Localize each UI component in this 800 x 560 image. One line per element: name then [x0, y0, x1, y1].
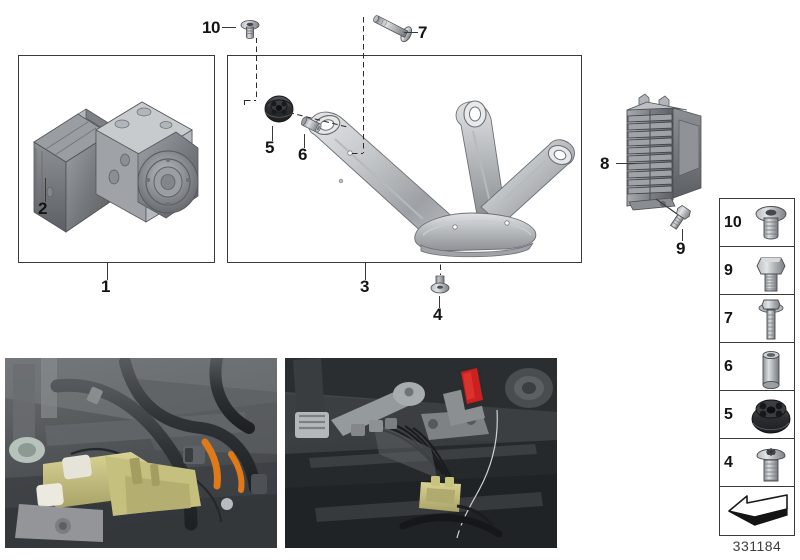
callout-4: 4: [433, 305, 442, 324]
callout-3: 3: [360, 277, 369, 296]
torx-pan-screw-icon: [748, 439, 794, 486]
abs-hydraulic-unit-art: [33, 101, 199, 233]
callout-9: 9: [676, 239, 685, 258]
assembly-axis-7-elbow: [350, 153, 363, 155]
legend-item-9[interactable]: 9: [720, 247, 794, 295]
mounting-bracket-art: [308, 100, 575, 258]
long-flange-bolt-7-art: [373, 15, 413, 43]
legend-item-10[interactable]: 10: [720, 199, 794, 247]
legend-number-4: 4: [724, 453, 733, 471]
bracket-box: [227, 55, 582, 263]
leader-line-9: [682, 229, 684, 241]
leader-line-1: [107, 263, 109, 280]
hex-head-bolt-icon: [748, 247, 794, 294]
hex-bolt-9-art: [669, 204, 691, 230]
rubber-mount-5-art: [264, 95, 294, 123]
rubber-mount-icon: [748, 391, 794, 438]
legend-item-direction-arrow[interactable]: [720, 487, 794, 535]
legend-number-10: 10: [724, 213, 742, 231]
leader-line-4: [439, 296, 441, 308]
assembly-axis-7: [362, 16, 365, 153]
diagram-id-label: 331184: [732, 538, 782, 554]
spacer-sleeve-6-art: [301, 116, 322, 133]
parts-legend: 10 9 7: [719, 198, 795, 536]
countersunk-socket-bolt-icon: [748, 199, 794, 246]
leader-line-7: [404, 32, 418, 34]
legend-number-6: 6: [724, 357, 733, 375]
callout-7: 7: [418, 23, 427, 42]
legend-number-5: 5: [724, 405, 733, 423]
legend-item-5[interactable]: 5: [720, 391, 794, 439]
install-photo-engine-bay: [5, 358, 277, 548]
spacer-sleeve-icon: [748, 343, 794, 390]
hydraulic-unit-box: [18, 55, 215, 263]
callout-5: 5: [265, 138, 274, 157]
legend-number-7: 7: [724, 309, 733, 327]
assembly-axis-10-stub: [243, 100, 246, 108]
assembly-axis-10: [255, 38, 258, 100]
assembly-axis-10-elbow: [243, 100, 256, 102]
leader-line-2: [45, 178, 47, 202]
countersunk-bolt-10-art: [240, 20, 260, 39]
leader-line-3: [365, 263, 367, 280]
callout-1: 1: [101, 277, 110, 296]
leader-line-8: [616, 163, 636, 165]
callout-10: 10: [202, 18, 220, 37]
leader-line-10: [222, 27, 236, 29]
assembly-axis-4: [439, 263, 442, 275]
callout-8: 8: [600, 154, 609, 173]
callout-2: 2: [38, 199, 47, 218]
legend-item-7[interactable]: 7: [720, 295, 794, 343]
callout-6: 6: [298, 145, 307, 164]
legend-item-4[interactable]: 4: [720, 439, 794, 487]
torx-screw-4-art: [430, 275, 450, 294]
legend-number-9: 9: [724, 261, 733, 279]
leader-line-9-pointer: [655, 198, 678, 215]
finned-control-module-8-art: [626, 93, 702, 211]
direction-arrow-icon: [728, 487, 794, 535]
leader-line-6: [304, 134, 306, 148]
install-photo-underbody: [285, 358, 557, 548]
legend-item-6[interactable]: 6: [720, 343, 794, 391]
leader-line-5: [272, 126, 274, 141]
long-flange-bolt-icon: [748, 295, 794, 342]
